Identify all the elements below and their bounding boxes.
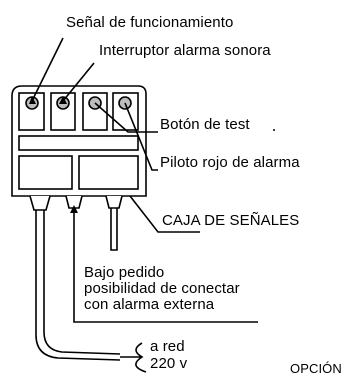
lower-left-compartment	[18, 155, 73, 190]
window-switch	[50, 92, 76, 131]
leader-on-request	[73, 210, 258, 323]
label-mains-line2: 220 v	[150, 355, 188, 372]
leader-test	[94, 102, 158, 133]
box-outline	[11, 85, 147, 197]
label-switch: Interruptor alarma sonora	[99, 42, 271, 59]
mains-cable	[35, 210, 121, 361]
label-on-request-line2: posibilidad de conectar	[84, 280, 240, 297]
leader-signal	[31, 37, 64, 102]
label-on-request-line3: con alarma externa	[84, 296, 215, 313]
lower-right-compartment	[78, 155, 139, 190]
leader-switch	[62, 62, 95, 102]
arrow-signal	[29, 96, 36, 104]
label-test-button: Botón de test	[160, 116, 250, 133]
label-signal: Señal de funcionamiento	[66, 14, 234, 31]
middle-band	[18, 135, 139, 151]
leader-box	[129, 195, 200, 233]
cable-gland-right	[105, 195, 123, 209]
leader-mains	[120, 342, 147, 373]
window-signal	[18, 92, 45, 131]
window-test	[82, 92, 108, 131]
label-on-request-line1: Bajo pedido	[84, 264, 165, 281]
label-box: CAJA DE SEÑALES	[162, 212, 300, 229]
arrow-switch	[59, 96, 67, 104]
label-red-pilot: Piloto rojo de alarma	[160, 154, 300, 171]
leader-pilot	[124, 102, 158, 171]
stray-dot	[273, 129, 275, 131]
right-cable	[110, 208, 118, 251]
label-mains-line1: a red	[150, 338, 185, 355]
cable-gland-left	[29, 195, 51, 211]
label-option: OPCIÓN	[290, 361, 342, 376]
arrow-on-request	[70, 205, 78, 213]
